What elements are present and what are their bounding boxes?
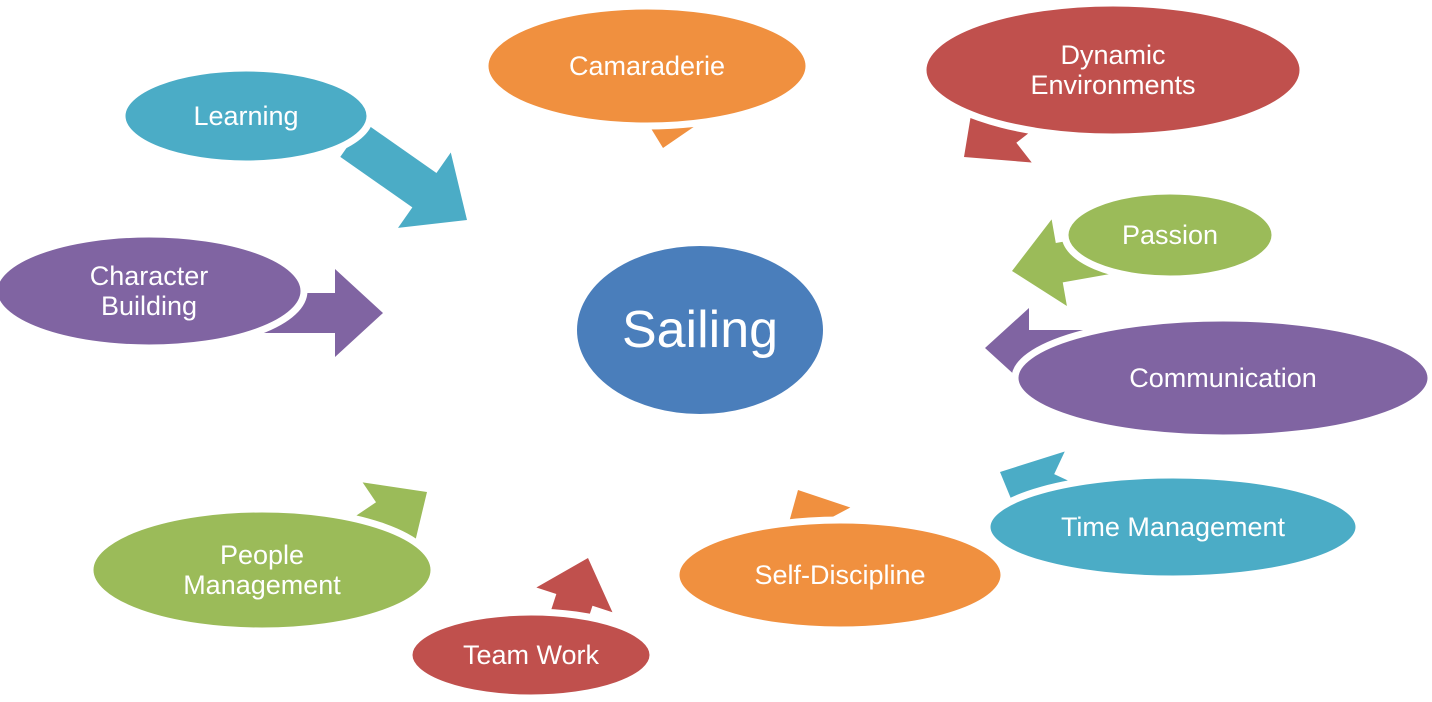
node-self-discipline[interactable]	[672, 516, 1008, 634]
node-people-management[interactable]	[86, 505, 438, 635]
node-communication[interactable]	[1011, 314, 1432, 442]
node-camaraderie[interactable]	[481, 2, 813, 130]
node-character-building[interactable]	[0, 230, 308, 352]
node-center-sailing[interactable]	[569, 238, 831, 422]
node-dynamic-environments[interactable]	[919, 0, 1307, 141]
node-learning[interactable]	[118, 64, 374, 168]
arrow-to-character-building	[243, 269, 383, 357]
node-time-management[interactable]	[983, 471, 1363, 583]
arrow-to-learning	[340, 122, 467, 228]
node-passion[interactable]	[1061, 187, 1279, 283]
node-team-work[interactable]	[405, 608, 657, 702]
